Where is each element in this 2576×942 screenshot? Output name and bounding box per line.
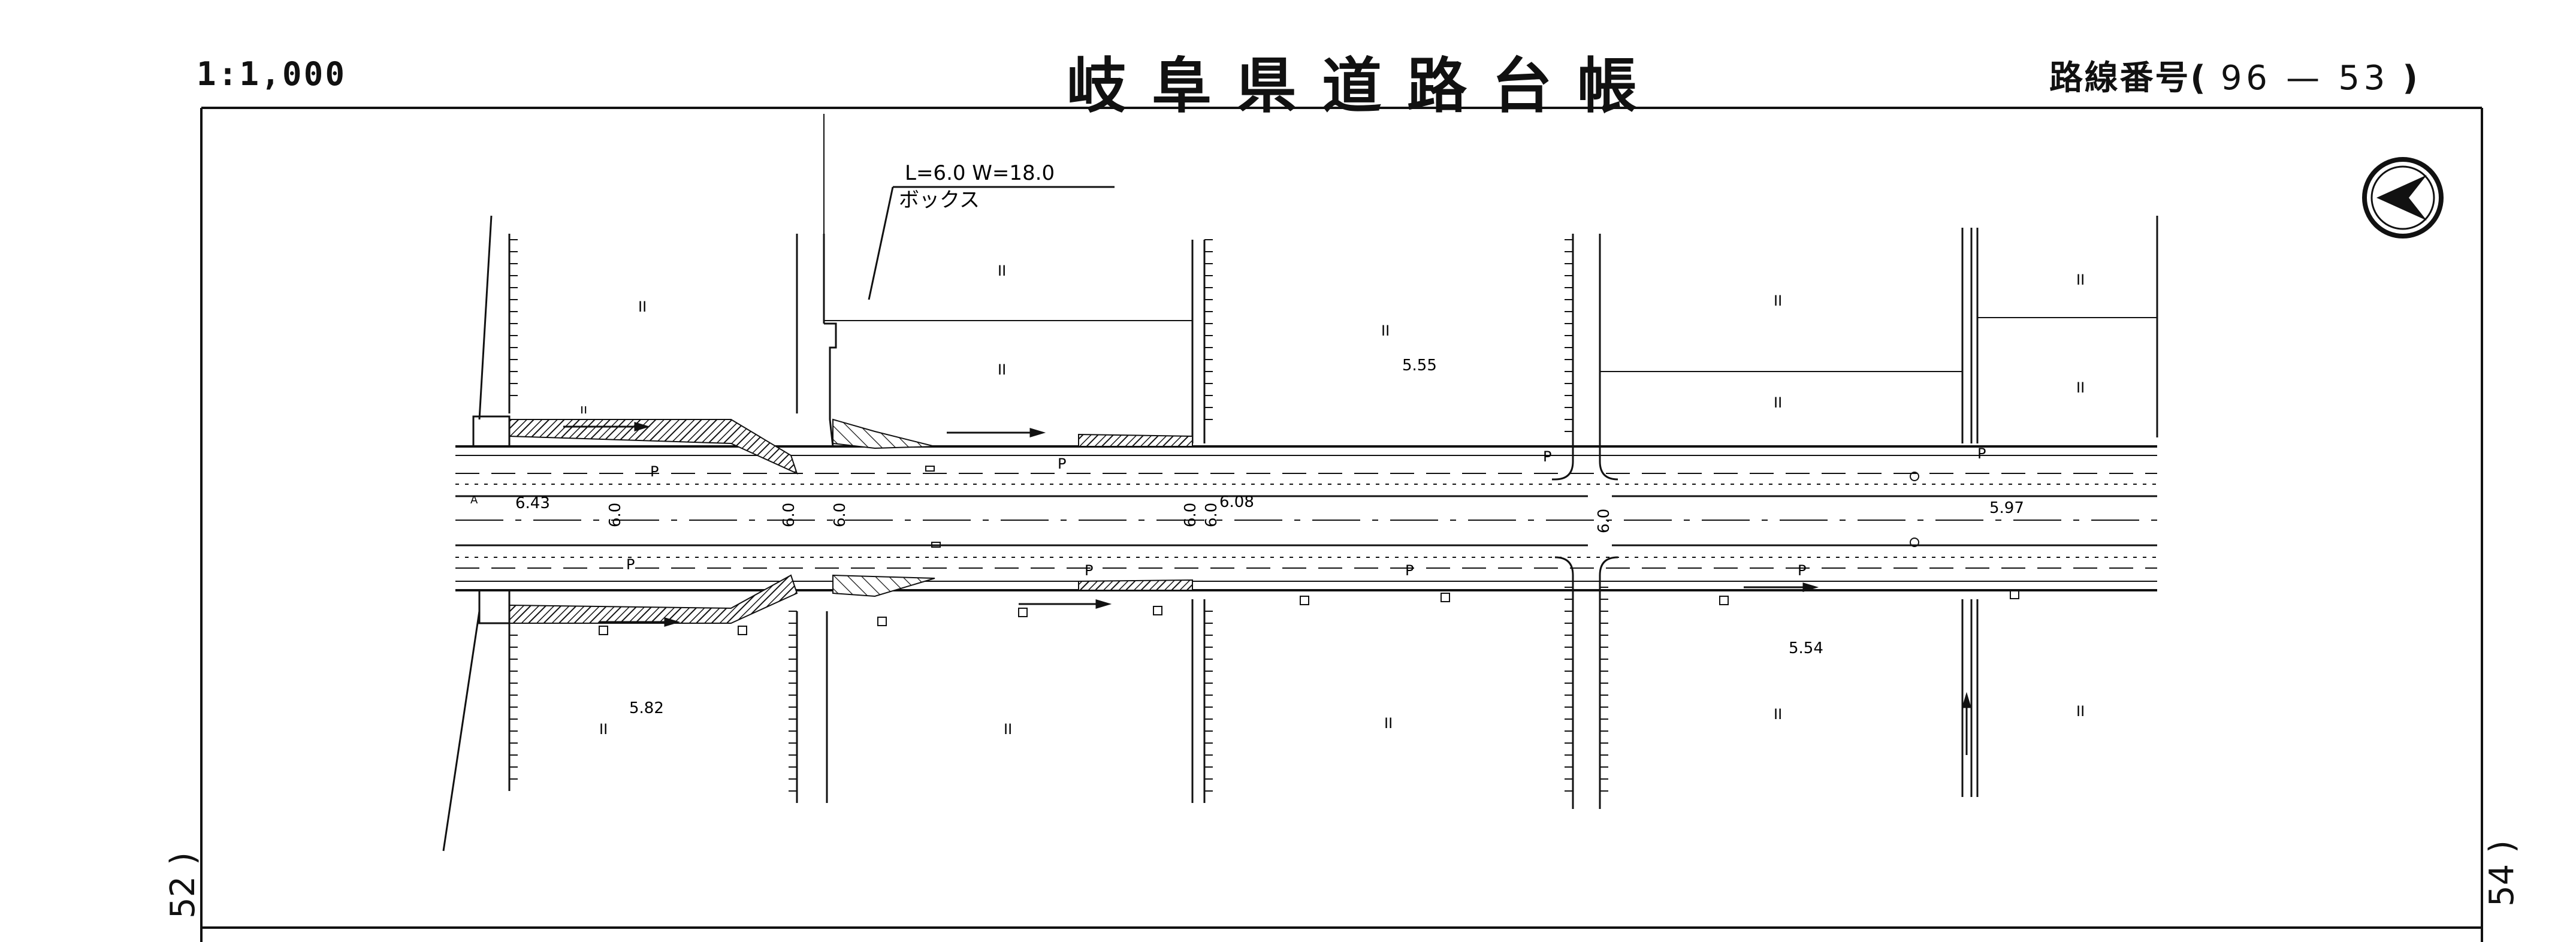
land-use-mark: II [1774, 394, 1782, 411]
elevation-label: 6.43 [515, 494, 550, 512]
land-use-mark: II [2076, 703, 2085, 720]
elevation-label: 5.55 [1402, 357, 1437, 375]
page-title: 岐阜県道路台帳 [1067, 51, 1662, 121]
parking-mark: P [1405, 562, 1414, 579]
road-width-label: 6.0 [1203, 503, 1221, 527]
land-use-mark: II [2076, 379, 2085, 396]
street-ticks [509, 239, 1608, 792]
parking-mark: P [1543, 448, 1551, 465]
road-width-label: 6.0 [831, 503, 849, 527]
route-number-label: 路線番号 [2049, 59, 2191, 98]
parking-mark: P [1977, 445, 1986, 462]
road-width-label: 6.0 [606, 503, 624, 527]
land-use-mark: A [470, 494, 478, 506]
elevation-label: 6.08 [1219, 493, 1254, 511]
box-dimensions: L=6.0 W=18.0 [905, 161, 1055, 185]
cross-streets [442, 215, 2158, 852]
land-use-mark: II [998, 361, 1006, 378]
elevation-label: 5.54 [1789, 639, 1823, 657]
north-arrow-icon [2362, 157, 2444, 238]
route-open-paren: ( [2190, 59, 2221, 98]
parking-mark: P [1085, 562, 1093, 579]
land-use-mark: II [1381, 322, 1390, 339]
map-scale: 1:1,000 [197, 55, 347, 93]
flow-arrows [563, 421, 1972, 755]
main-road [455, 445, 2157, 591]
land-use-mark: II [998, 262, 1006, 279]
route-number-value: 96 — 53 [2220, 59, 2390, 98]
elevation-label: 5.97 [1989, 499, 2024, 517]
land-use-mark: II [599, 721, 608, 738]
hatched-structures [472, 415, 1193, 624]
elevation-label: 5.82 [629, 699, 664, 717]
pole-symbols [599, 466, 2019, 635]
route-number: 路線番号( 96 — 53 ) [2049, 51, 2420, 99]
box-culvert-leader [824, 186, 1115, 447]
parking-mark: P [650, 463, 659, 480]
road-width-label: 6.0 [780, 503, 798, 527]
land-use-mark: II [638, 298, 647, 315]
land-use-mark: II [1384, 715, 1393, 732]
land-use-mark: ıı [580, 402, 587, 417]
parking-mark: P [626, 556, 635, 573]
land-use-mark: II [1774, 706, 1782, 723]
sheet-frame [200, 107, 2483, 942]
road-width-label: 6.0 [1182, 503, 1200, 527]
parcel-lines [823, 114, 2157, 372]
route-close-paren: ) [2389, 59, 2420, 98]
land-use-mark: II [2076, 271, 2085, 288]
parking-mark: P [1798, 562, 1806, 579]
parking-mark: P [1058, 455, 1066, 472]
land-use-mark: II [1004, 721, 1012, 738]
land-use-mark: II [1774, 292, 1782, 309]
road-width-label: 6.0 [1595, 509, 1613, 533]
box-type-label: ボックス [899, 188, 980, 212]
